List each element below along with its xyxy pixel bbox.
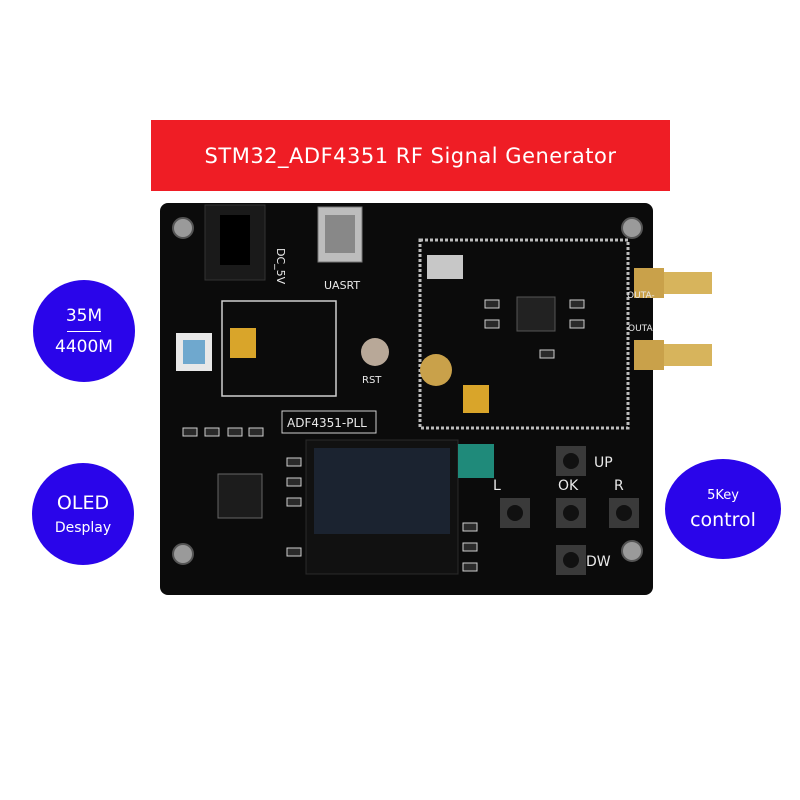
oled-line1: OLED [56,492,110,514]
smd-components [182,299,585,572]
sma-connector-2 [634,340,712,370]
freq-max: 4400M [55,336,113,357]
regulator-area [221,300,337,397]
tantalum-cap-1 [230,328,256,358]
key-up [556,446,586,476]
tantalum-cap-2 [463,385,489,413]
oled-display [305,439,494,575]
usb-connector [317,206,363,263]
center-sma [420,354,452,386]
oled-line2: Desplay [54,520,112,536]
crystal-oscillator [427,255,463,279]
adf4351-chip [516,296,556,332]
key-control-badge: 5Key control [665,459,781,559]
stm32-chip [217,473,263,519]
key-up-label: UP [594,455,613,471]
oled-display-badge: OLED Desplay [32,463,134,565]
reset-button [361,338,389,366]
frequency-range-badge: 35M 4400M [33,280,135,382]
key-left-label: L [493,478,501,494]
key-ok-label: OK [558,478,579,494]
banner-title: STM32_ADF4351 RF Signal Generator [204,143,617,168]
key-left [500,498,530,528]
mounting-holes [172,217,643,565]
key-down-label: DW [586,554,611,570]
outa-label: OUTA [628,324,653,334]
adf4351-pll-label: ADF4351-PLL [287,416,367,430]
sma-connector-1 [634,268,712,298]
title-banner: STM32_ADF4351 RF Signal Generator [151,120,670,191]
usart-label: UASRT [324,279,360,292]
outa-neg-label: OUTA- [627,291,655,301]
keys-line2: control [690,508,756,531]
key-ok [556,498,586,528]
key-down [556,545,586,575]
rf-shield-outline [418,238,630,430]
key-right [609,498,639,528]
freq-divider [67,330,101,332]
rst-label: RST [362,375,382,386]
keys-line1: 5Key [707,487,739,503]
module-label-box [281,410,377,434]
dc-jack [204,204,266,281]
dc-5v-label: DC_5V [274,248,287,285]
freq-min: 35M [65,305,103,326]
key-right-label: R [614,478,624,494]
